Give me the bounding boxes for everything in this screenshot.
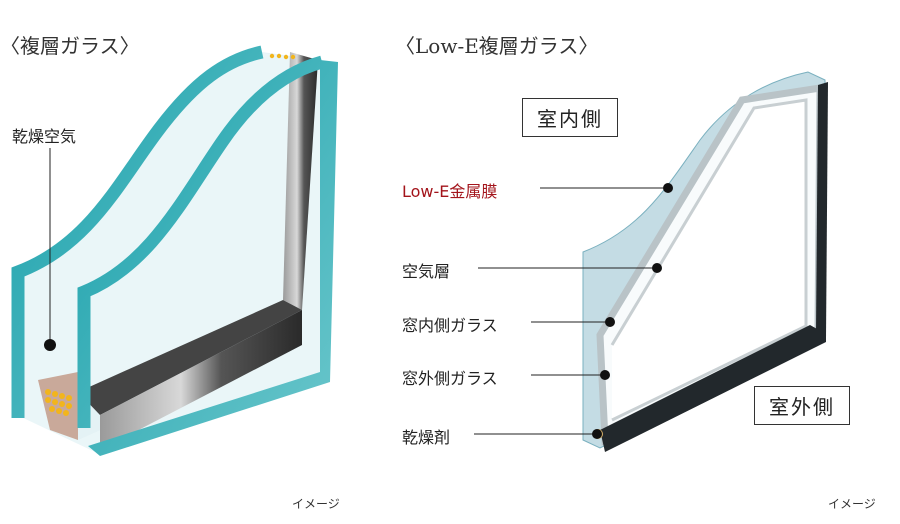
desiccant-label: 乾燥剤 (402, 428, 451, 447)
lowe-film-label: Low-E金属膜 (402, 182, 498, 201)
front-glass-pane (11, 45, 264, 418)
image-note-left: イメージ (292, 497, 340, 511)
lowe-glass-illustration (474, 71, 828, 452)
outer-glass-label: 窓外側ガラス (402, 369, 498, 388)
outer-glass-pane (610, 98, 808, 422)
inner-glass-label: 窓内側ガラス (402, 316, 498, 335)
double-glass-illustration (11, 45, 338, 456)
double-glass-title: 〈複層ガラス〉 (0, 34, 140, 58)
desiccant-beads (45, 53, 296, 416)
spacer-bottom (100, 310, 302, 450)
dry-air-label: 乾燥空気 (12, 127, 77, 146)
dry-air-dot (44, 339, 56, 351)
spacer-bar (600, 325, 826, 452)
spacer-top-edge (78, 300, 302, 415)
spacer-vertical-right (816, 82, 828, 338)
air-layer-label: 空気層 (402, 262, 451, 281)
indoor-side-box: 室内側 (522, 98, 618, 137)
lowe-glass-title: 〈Low-E複層ガラス〉 (395, 34, 599, 58)
leader-lines (474, 187, 668, 435)
back-glass-pane (77, 55, 324, 428)
image-note-right: イメージ (828, 497, 876, 511)
spacer-vertical (283, 52, 318, 310)
leader-dots (592, 183, 673, 439)
outdoor-side-box: 室外側 (754, 386, 850, 425)
